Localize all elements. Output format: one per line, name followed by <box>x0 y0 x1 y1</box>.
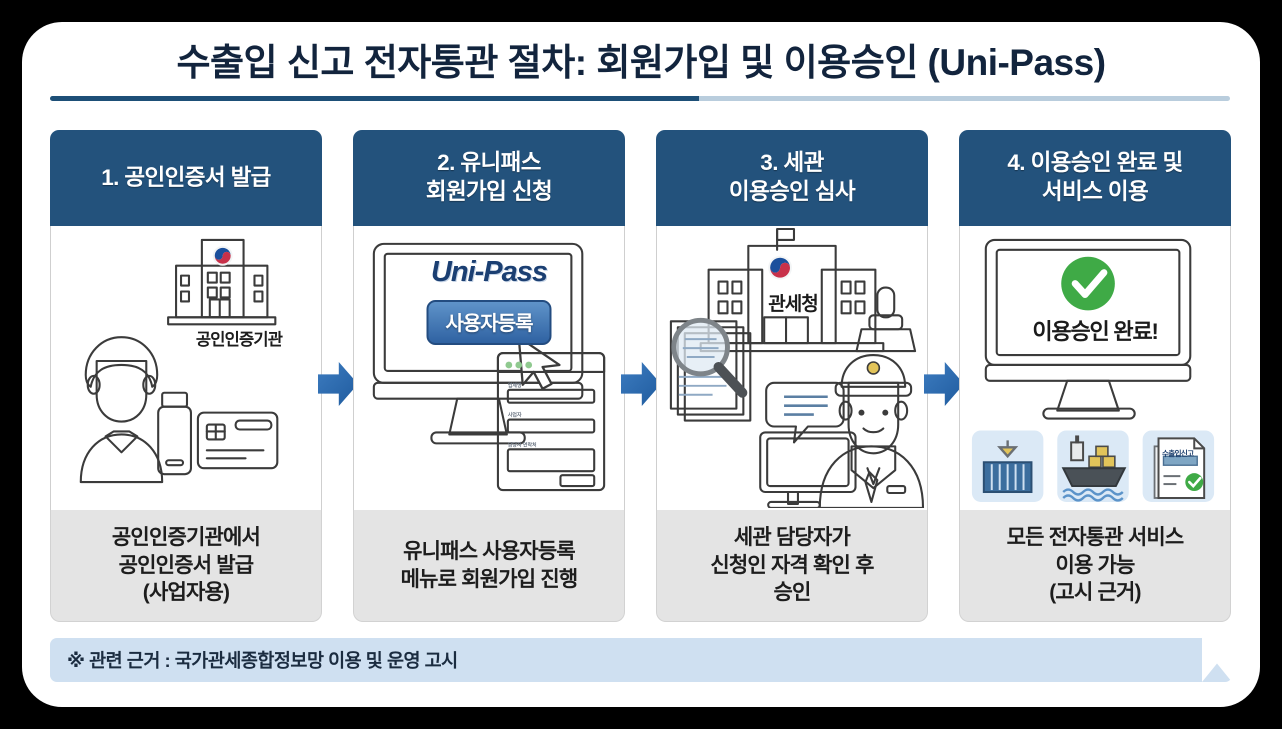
customs-officer-icon <box>818 353 925 508</box>
desktop-monitor-icon <box>984 238 1192 420</box>
usb-token-icon <box>157 391 192 476</box>
step-1-heading: 1. 공인인증서 발급 <box>50 130 322 226</box>
step-4-artwork <box>971 238 1215 502</box>
page-title: 수출입 신고 전자통관 절차: 회원가입 및 이용승인 (Uni-Pass) <box>176 42 1106 83</box>
process-steps: 1. 공인인증서 발급 <box>50 130 1232 622</box>
user-registration-button[interactable]: 사용자등록 <box>426 300 552 345</box>
rubber-stamp-icon <box>855 286 917 353</box>
unipass-logo: Uni-Pass <box>430 256 548 288</box>
certification-authority-building-icon <box>167 238 277 326</box>
page-title-wrap: 수출입 신고 전자통관 절차: 회원가입 및 이용승인 (Uni-Pass) <box>22 42 1260 85</box>
approval-complete-text: 이용승인 완료! <box>1032 319 1158 344</box>
mouse-cursor-icon <box>517 336 561 390</box>
korea-government-emblem-icon <box>212 245 233 266</box>
step-1-artwork <box>79 238 279 484</box>
shipping-container-icon <box>971 430 1044 502</box>
flow-arrow-1 <box>318 130 358 622</box>
cargo-ship-icon <box>1057 430 1129 502</box>
korea-government-emblem-icon <box>768 255 792 280</box>
flow-arrow-2 <box>621 130 661 622</box>
step-card-1[interactable]: 1. 공인인증서 발급 <box>50 130 322 622</box>
title-underline-rule <box>50 96 1230 101</box>
person-icon <box>79 336 164 484</box>
step-2-illustration: 업체명 사업자 담당자 연락처 Uni-Pass 사용자등록 <box>353 226 625 510</box>
declaration-document-icon <box>1142 430 1215 502</box>
step-1-building-label: 공인인증기관 <box>195 331 283 349</box>
flow-arrow-3 <box>924 130 964 622</box>
reference-note-text: ※ 관련 근거 : 국가관세종합정보망 이용 및 운영 고시 <box>67 650 458 671</box>
svg-text:사업자: 사업자 <box>508 412 522 419</box>
step-3-illustration: 관세청 <box>656 226 928 510</box>
desktop-monitor-icon <box>372 242 584 445</box>
declaration-doc-label: 수출입신고 <box>1162 449 1194 458</box>
infographic-sheet: 수출입 신고 전자통관 절차: 회원가입 및 이용승인 (Uni-Pass) 1… <box>22 22 1260 707</box>
svg-text:업체명: 업체명 <box>508 382 522 389</box>
svg-text:담당자 연락처: 담당자 연락처 <box>508 441 537 448</box>
step-1-illustration: 공인인증기관 <box>50 226 322 510</box>
green-check-circle-icon <box>1061 256 1115 311</box>
registration-form-dialog-icon: 업체명 사업자 담당자 연락처 <box>496 352 606 492</box>
step-4-illustration: 이용승인 완료! 수출입신고 <box>959 226 1231 510</box>
step-3-artwork <box>669 227 925 508</box>
reference-note: ※ 관련 근거 : 국가관세종합정보망 이용 및 운영 고시 <box>50 638 1232 682</box>
step-3-building-label: 관세청 <box>768 294 818 315</box>
magnifier-document-review-icon <box>669 317 752 422</box>
step-2-artwork: 업체명 사업자 담당자 연락처 <box>372 242 606 492</box>
desktop-monitor-icon <box>759 431 857 508</box>
smart-card-icon <box>196 411 279 470</box>
